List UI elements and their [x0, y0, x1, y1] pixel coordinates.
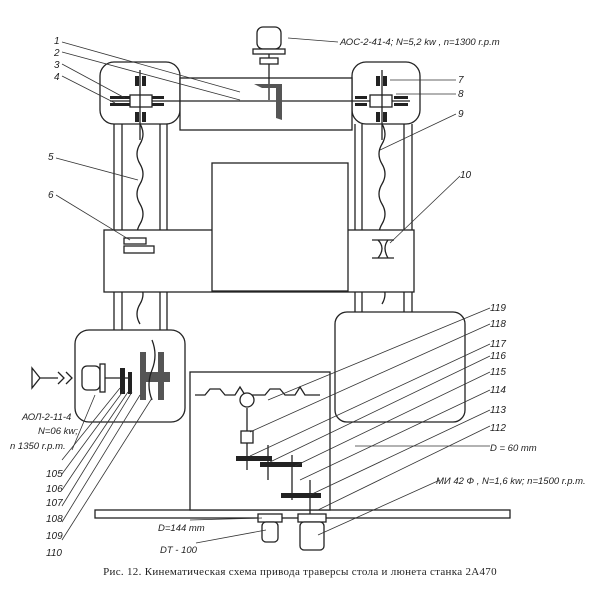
callout-110: 110 — [46, 548, 62, 559]
lower-right-housing — [334, 311, 466, 423]
top-crossbeam — [99, 61, 421, 131]
callout-3: 3 — [54, 60, 60, 71]
top-motor-spec: АОС-2-41-4; N=5,2 kw , n=1300 r.p.m — [339, 37, 500, 48]
callout-10: 10 — [460, 170, 472, 181]
belt-type: DT - 100 — [160, 545, 198, 556]
gear-chain — [236, 408, 321, 515]
leader-lines — [55, 37, 491, 544]
callout-7: 7 — [458, 75, 464, 86]
callout-2: 2 — [53, 48, 60, 59]
callout-116: 116 — [490, 351, 506, 362]
right-top-gearbox — [355, 70, 408, 140]
right-pulley-diameter: D = 60 mm — [490, 443, 537, 454]
lower-center-frame — [189, 371, 331, 511]
bottom-motor-spec: МИ 42 Ф , N=1,6 kw; n=1500 r.p.m. — [436, 476, 586, 487]
callout-117: 117 — [490, 339, 506, 350]
callout-108: 108 — [46, 514, 63, 525]
callout-114: 114 — [490, 385, 506, 396]
pulleys — [257, 513, 327, 551]
lower-left-housing — [31, 329, 186, 423]
callout-106: 106 — [46, 484, 63, 495]
left-nut — [123, 237, 155, 254]
callout-5: 5 — [48, 152, 54, 163]
top-motor — [252, 26, 286, 120]
callout-112: 112 — [490, 423, 506, 434]
left-motor-power: N=06 kw; — [38, 426, 78, 437]
callout-109: 109 — [46, 531, 63, 542]
left-top-gearbox — [110, 70, 164, 140]
callout-115: 115 — [490, 367, 506, 378]
callout-8: 8 — [458, 89, 464, 100]
callout-105: 105 — [46, 469, 63, 480]
callout-6: 6 — [48, 190, 54, 201]
wheel — [239, 392, 255, 408]
callout-113: 113 — [490, 405, 506, 416]
callout-1: 1 — [54, 36, 60, 47]
right-nut — [372, 239, 394, 259]
callout-119: 119 — [490, 303, 506, 314]
callout-118: 118 — [490, 319, 506, 330]
annotations: АОС-2-41-4; N=5,2 kw , n=1300 r.p.m АОЛ-… — [10, 37, 586, 556]
callout-4: 4 — [54, 72, 60, 83]
callout-107: 107 — [46, 498, 63, 509]
left-motor-speed: n 1350 r.p.m. — [10, 441, 66, 452]
profile-contour — [195, 385, 320, 396]
figure-caption: Рис. 12. Кинематическая схема привода тр… — [103, 566, 497, 578]
callout-9: 9 — [458, 109, 464, 120]
left-motor-model: АОЛ-2-11-4 — [21, 412, 71, 423]
callout-labels: 1 2 3 4 7 8 9 5 6 10 105 106 107 108 109… — [46, 36, 506, 559]
table-block — [211, 162, 349, 292]
left-lead-screw — [136, 123, 144, 325]
left-pulley-diameter: D=144 mm — [158, 523, 205, 534]
